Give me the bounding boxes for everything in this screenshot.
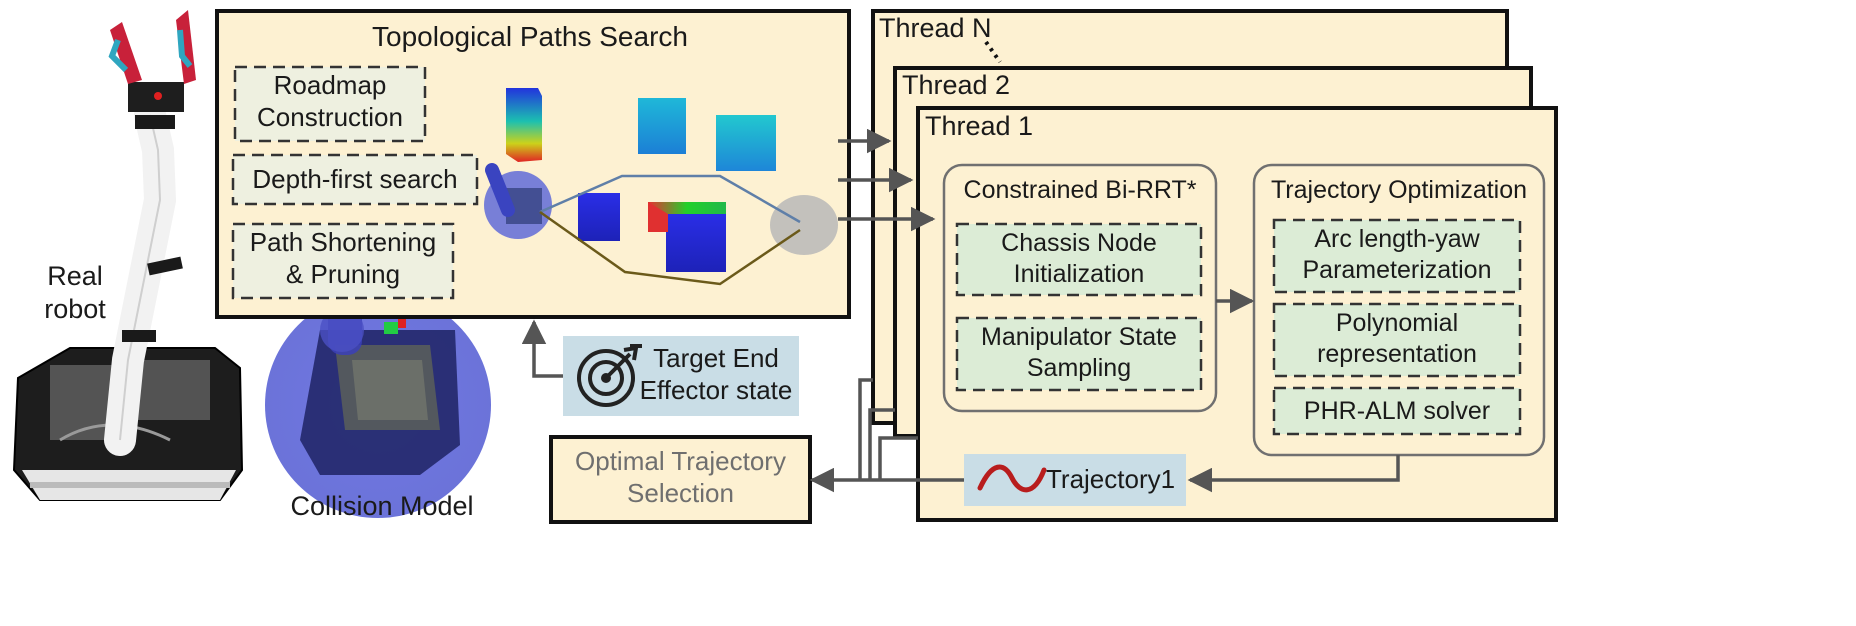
topo-item-box-3 [231, 222, 455, 300]
trajectory-badge [964, 454, 1186, 506]
traj-opt-item-box-1 [1272, 218, 1522, 294]
thread-1-label: Thread 1 [925, 111, 1034, 141]
bi-rrt-item-2: Manipulator State Sampling [981, 323, 1177, 382]
traj-opt-item-box-2 [1272, 302, 1522, 378]
traj-opt-item-2: Polynomial representation [1317, 309, 1477, 368]
topo-item-box-1 [233, 65, 427, 143]
topo-scene [484, 88, 838, 286]
trajectory-badge-label: Trajectory1 [1046, 464, 1176, 494]
traj-opt-item-1: Arc length-yaw Parameterization [1302, 225, 1492, 284]
target-label: Target End Effector state [639, 343, 793, 405]
bi-rrt-item-box-2 [955, 316, 1203, 392]
wave-icon [977, 464, 1047, 493]
bi-rrt-title: Constrained Bi-RRT* [963, 176, 1197, 204]
topo-item-2: Depth-first search [252, 164, 458, 194]
selection-box [549, 435, 812, 524]
thread-n-label: Thread N [879, 13, 992, 43]
real-robot-label: Real robot [44, 261, 106, 324]
collision-model-label: Collision Model [290, 491, 474, 521]
bi-rrt-item-1: Chassis Node Initialization [1001, 229, 1157, 288]
traj-opt-title: Trajectory Optimization [1270, 176, 1528, 204]
target-icon [577, 344, 642, 407]
selection-label: Optimal Trajectory Selection [575, 446, 786, 508]
arrows [521, 128, 1400, 493]
traj-opt-item-3: PHR-ALM solver [1303, 397, 1491, 425]
real-robot-illustration [12, 10, 244, 501]
bi-rrt-item-box-1 [955, 222, 1203, 297]
traj-opt-item-box-3 [1272, 386, 1522, 436]
topo-item-3: Path Shortening & Pruning [249, 227, 437, 289]
topo-title: Topological Paths Search [372, 21, 688, 52]
topo-item-1: Roadmap Construction [257, 70, 403, 132]
thread-2-label: Thread 2 [902, 70, 1011, 100]
topo-item-box-2 [231, 153, 479, 206]
